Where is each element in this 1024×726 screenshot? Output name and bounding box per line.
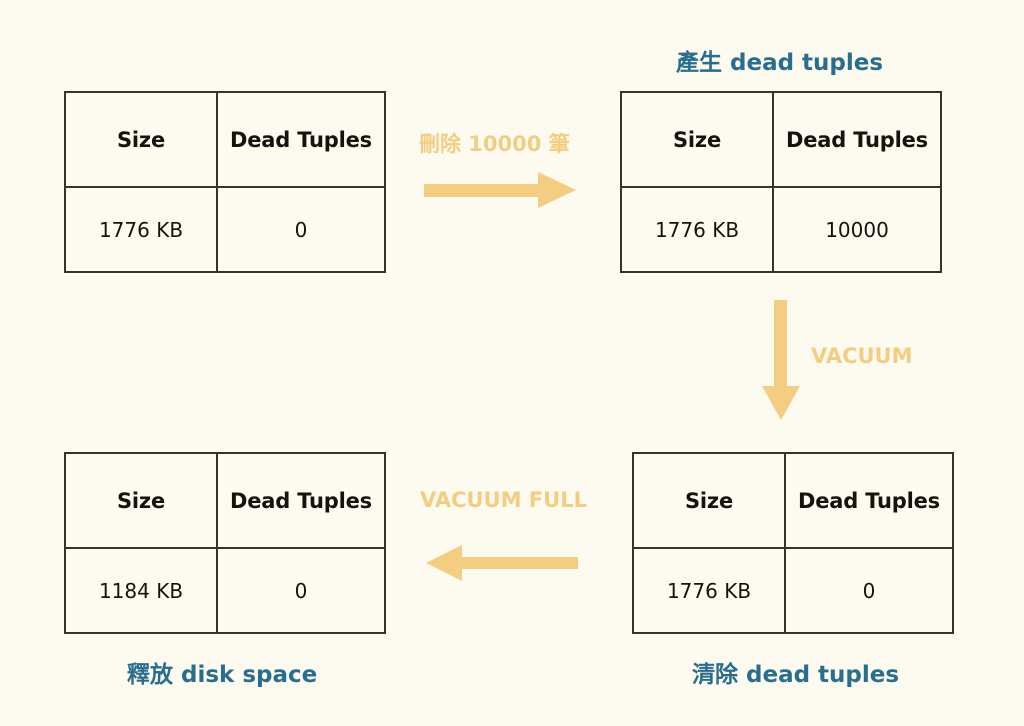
column-header-size: Size [634,454,786,547]
cell-size-value: 1776 KB [622,188,774,271]
table-row: 1184 KB 0 [66,549,384,632]
arrow-right-delete-icon [424,172,576,208]
cell-size-value: 1776 KB [66,188,218,271]
column-header-dead-tuples: Dead Tuples [230,488,372,513]
arrow-down-vacuum-icon [762,300,800,420]
arrow-label-delete-rows: 刪除 10000 筆 [419,132,570,156]
arrow-head [538,172,576,208]
cell-dead-tuples-value: 10000 [825,217,889,242]
column-header-dead-tuples: Dead Tuples [230,127,372,152]
column-header-dead-tuples: Dead Tuples [786,127,928,152]
table-after-delete: Size Dead Tuples 1776 KB 10000 [620,91,942,273]
arrow-head [426,545,462,581]
caption-release-disk-space: 釋放 disk space [127,662,318,688]
arrow-head [762,386,800,420]
arrow-label-vacuum-full: VACUUM FULL [420,488,587,512]
table-row: 1776 KB 10000 [622,188,940,271]
table-row: 1776 KB 0 [66,188,384,271]
arrow-shaft [774,300,787,390]
cell-dead-tuples-value: 0 [294,578,308,603]
caption-clear-dead-tuples: 清除 dead tuples [692,662,900,688]
table-row: 1776 KB 0 [634,549,952,632]
cell-size-value: 1184 KB [66,549,218,632]
column-header-size: Size [622,93,774,186]
table-initial-state: Size Dead Tuples 1776 KB 0 [64,91,386,273]
table-after-vacuum-full: Size Dead Tuples 1184 KB 0 [64,452,386,634]
arrow-shaft [460,557,578,569]
column-header-dead-tuples: Dead Tuples [798,488,940,513]
arrow-label-vacuum: VACUUM [811,344,913,368]
table-header-row: Size Dead Tuples [66,454,384,549]
column-header-size: Size [66,93,218,186]
arrow-shaft [424,184,540,197]
arrow-left-vacuum-full-icon [426,545,578,581]
cell-size-value: 1776 KB [634,549,786,632]
table-after-vacuum: Size Dead Tuples 1776 KB 0 [632,452,954,634]
cell-dead-tuples-value: 0 [862,578,876,603]
column-header-size: Size [66,454,218,547]
table-header-row: Size Dead Tuples [622,93,940,188]
table-header-row: Size Dead Tuples [634,454,952,549]
table-header-row: Size Dead Tuples [66,93,384,188]
cell-dead-tuples-value: 0 [294,217,308,242]
caption-generate-dead-tuples: 產生 dead tuples [676,50,884,76]
